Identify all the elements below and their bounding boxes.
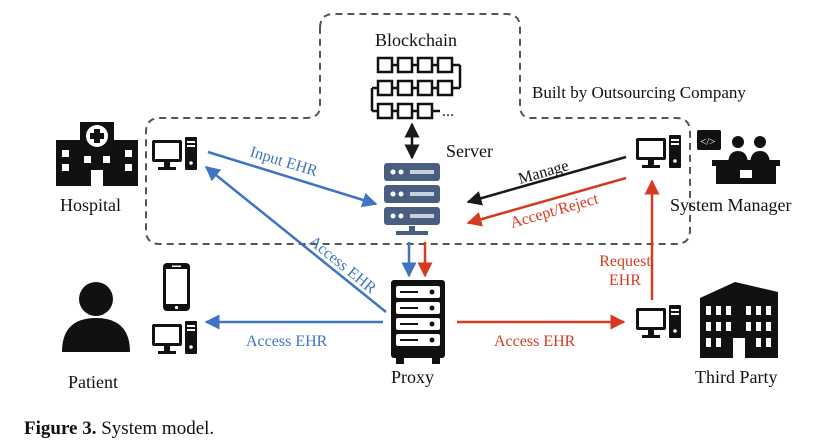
server-label: Server <box>446 141 493 161</box>
third-party-building-icon <box>700 282 778 358</box>
system-manager-icon: </> <box>697 130 780 184</box>
access-ehr-hospital-label: Access EHR <box>305 233 379 298</box>
blockchain-ellipsis: ... <box>442 103 454 120</box>
blockchain-icon <box>370 56 462 120</box>
figure-caption: Figure 3. System model. <box>24 418 214 440</box>
region-label: Built by Outsourcing Company <box>532 83 746 102</box>
outsourcing-region-outline <box>145 13 691 245</box>
proxy-label: Proxy <box>391 367 434 387</box>
smartphone-icon <box>163 263 190 311</box>
third-party-label: Third Party <box>695 367 778 387</box>
patient-icon <box>62 282 130 352</box>
patient-computer-icon <box>152 321 197 354</box>
access-ehr-patient-label: Access EHR <box>246 333 328 350</box>
server-icon <box>384 163 440 235</box>
request-ehr-label-line1: Request <box>599 253 651 270</box>
hospital-icon <box>56 122 138 186</box>
svg-text:</>: </> <box>700 136 715 148</box>
system-manager-computer-icon <box>636 135 681 168</box>
system-manager-label: System Manager <box>670 195 791 215</box>
accept-reject-label: Accept/Reject <box>508 190 600 231</box>
third-party-computer-icon <box>636 305 681 338</box>
hospital-computer-icon <box>152 137 197 170</box>
input-ehr-arrow <box>207 150 378 208</box>
proxy-icon <box>391 280 445 364</box>
figure-caption-label: Figure 3. <box>24 418 97 439</box>
blockchain-label: Blockchain <box>375 30 457 50</box>
accept-reject-arrow <box>466 176 627 227</box>
patient-label: Patient <box>68 372 118 392</box>
request-ehr-label-line2: EHR <box>609 272 641 289</box>
manage-label: Manage <box>516 157 570 188</box>
manage-arrow <box>466 155 627 206</box>
hospital-label: Hospital <box>60 195 121 215</box>
figure-caption-text: System model. <box>96 418 215 439</box>
access-ehr-hospital-arrow <box>204 166 387 313</box>
access-ehr-third-party-label: Access EHR <box>494 333 576 350</box>
